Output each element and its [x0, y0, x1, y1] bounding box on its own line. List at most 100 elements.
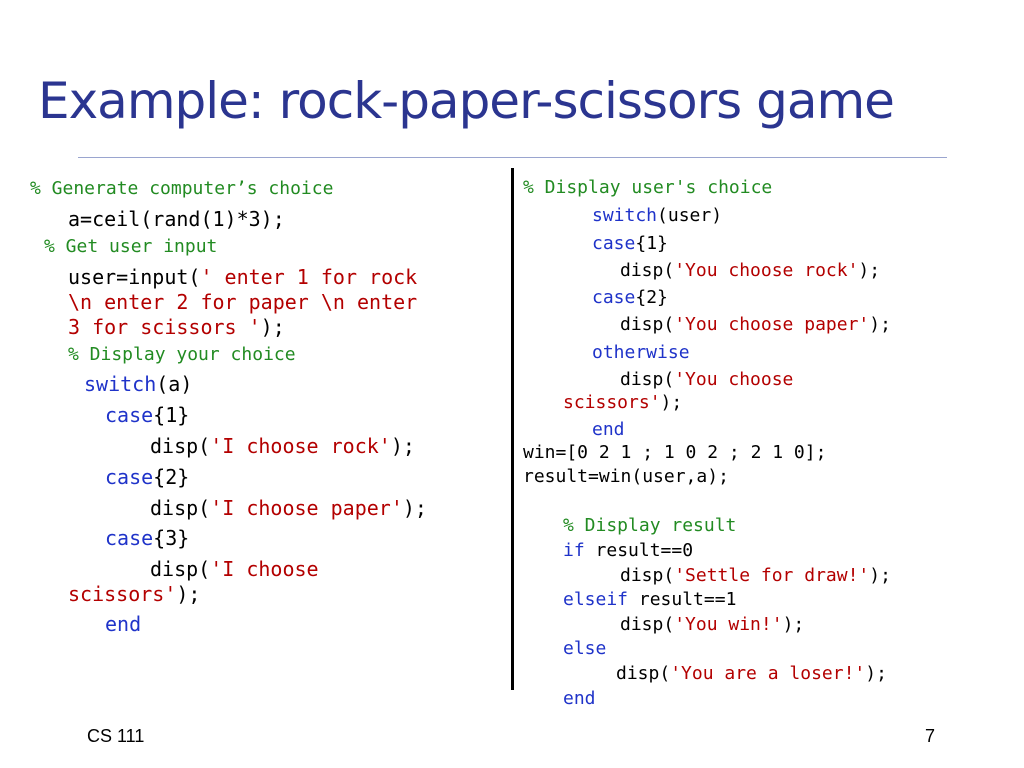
code-text: ); [858, 260, 881, 281]
code-string: 'I choose paper' [210, 496, 403, 520]
code-keyword: case [105, 465, 154, 489]
code-text: ); [869, 565, 891, 586]
code-text: {2} [153, 465, 190, 489]
code-text: result==0 [584, 540, 694, 561]
code-keyword: switch [84, 372, 157, 396]
code-comment: % Display your choice [68, 344, 296, 365]
code-line: case{1} [105, 403, 189, 427]
title-underline [78, 157, 947, 158]
right-code-block: % Display user's choice switch(user) cas… [0, 0, 891, 709]
code-string: scissors' [563, 392, 661, 413]
code-line: switch(user) [592, 205, 722, 226]
code-text: ); [865, 663, 887, 684]
code-line: end [563, 688, 596, 709]
code-keyword: end [105, 612, 142, 636]
code-keyword: elseif [563, 589, 629, 610]
code-line: % Display result [563, 515, 736, 536]
code-string: 3 for scissors ' [68, 315, 261, 339]
code-keyword: else [563, 638, 607, 659]
code-line: result=win(user,a); [523, 466, 729, 487]
code-text: ); [390, 434, 415, 458]
code-string: \n enter 2 for paper \n enter [68, 290, 418, 314]
code-text: (user) [657, 205, 723, 226]
code-comment: % Display user's choice [523, 177, 773, 198]
code-string: 'You are a loser!' [670, 663, 866, 684]
code-comment: % Display result [563, 515, 737, 536]
slide-number: 7 [925, 726, 936, 746]
code-text: ); [402, 496, 427, 520]
code-line: win=[0 2 1 ; 1 0 2 ; 2 1 0]; [523, 442, 826, 463]
code-text: disp( [620, 565, 675, 586]
code-string: 'You win!' [674, 614, 783, 635]
code-text: a=ceil(rand(1)*3); [68, 207, 285, 231]
code-string: 'I choose [210, 557, 319, 581]
code-line: 3 for scissors '); [68, 315, 285, 339]
code-text: disp( [620, 614, 675, 635]
code-text: disp( [620, 369, 675, 390]
code-line: disp('You win!'); [620, 614, 804, 635]
code-string: 'You choose rock' [674, 260, 859, 281]
code-text: ); [260, 315, 285, 339]
code-line: scissors'); [68, 582, 200, 606]
code-line: disp('You choose paper'); [620, 314, 891, 335]
code-text: result==1 [628, 589, 737, 610]
code-line: switch(a) [84, 372, 192, 396]
code-text: result=win(user,a); [523, 466, 729, 487]
code-comment: % Get user input [44, 236, 218, 257]
code-text: disp( [616, 663, 671, 684]
footer-course-label: CS 111 [87, 726, 145, 746]
code-text: disp( [150, 557, 211, 581]
code-keyword: if [563, 540, 585, 561]
code-text: ); [176, 582, 201, 606]
code-keyword: end [563, 688, 596, 709]
code-line: case{1} [592, 233, 668, 254]
code-line: scissors'); [563, 392, 682, 413]
code-text: disp( [150, 496, 211, 520]
code-keyword: otherwise [592, 342, 690, 363]
code-line: elseif result==1 [563, 589, 736, 610]
code-text: {1} [153, 403, 190, 427]
code-line: case{3} [105, 526, 189, 550]
code-line: disp('I choose rock'); [150, 434, 415, 458]
code-line: % Get user input [44, 236, 217, 257]
code-line: case{2} [592, 287, 668, 308]
code-text: ); [782, 614, 805, 635]
code-line: a=ceil(rand(1)*3); [68, 207, 285, 231]
code-line: otherwise [592, 342, 690, 363]
code-keyword: case [105, 403, 154, 427]
slide-title: Example: rock-paper-scissors game [38, 72, 895, 130]
code-line: disp('I choose [150, 557, 319, 581]
code-text: {2} [635, 287, 668, 308]
code-line: % Display your choice [68, 344, 296, 365]
code-comment: % Generate computer’s choice [30, 178, 334, 199]
left-code-block: % Generate computer’s choice a=ceil(rand… [0, 0, 427, 636]
code-string: 'I choose rock' [210, 434, 391, 458]
code-keyword: end [592, 419, 625, 440]
code-string: 'You choose [674, 369, 794, 390]
code-line: disp('You choose rock'); [620, 260, 880, 281]
code-string: scissors' [68, 582, 177, 606]
code-keyword: case [105, 526, 154, 550]
code-keyword: case [592, 287, 636, 308]
code-text: ); [660, 392, 683, 413]
code-text: {3} [153, 526, 190, 550]
code-line: else [563, 638, 606, 659]
code-text: user=input( [68, 265, 201, 289]
code-line: case{2} [105, 465, 189, 489]
code-text: (a) [156, 372, 193, 396]
code-text: win=[0 2 1 ; 1 0 2 ; 2 1 0]; [523, 442, 827, 463]
code-text: ); [869, 314, 891, 335]
code-text: disp( [150, 434, 211, 458]
code-text: disp( [620, 260, 675, 281]
code-line: \n enter 2 for paper \n enter [68, 290, 417, 314]
code-string: ' enter 1 for rock [200, 265, 418, 289]
code-line: end [592, 419, 625, 440]
code-string: 'You choose paper' [674, 314, 870, 335]
code-line: % Display user's choice [523, 177, 772, 198]
column-divider [511, 168, 514, 690]
code-line: disp('I choose paper'); [150, 496, 427, 520]
code-line: if result==0 [563, 540, 693, 561]
code-line: disp('You choose [620, 369, 793, 390]
code-string: 'Settle for draw!' [674, 565, 870, 586]
code-text: disp( [620, 314, 675, 335]
